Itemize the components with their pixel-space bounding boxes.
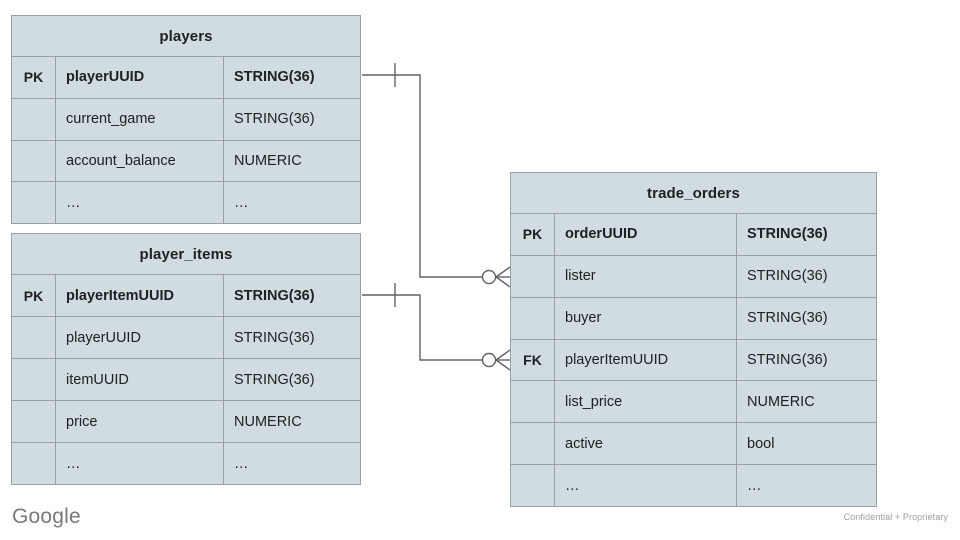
row-key — [511, 255, 555, 297]
row-key — [12, 317, 56, 358]
row-key: PK — [511, 214, 555, 255]
table-row[interactable]: playerUUID STRING(36) — [12, 317, 360, 359]
row-type: STRING(36) — [747, 352, 828, 368]
row-name: … — [555, 465, 737, 507]
row-key — [12, 140, 56, 182]
table-row[interactable]: PK playerItemUUID STRING(36) — [12, 275, 360, 317]
google-logo: Google — [12, 505, 81, 528]
row-key — [511, 297, 555, 339]
cardinality-zero-circle — [481, 352, 497, 368]
row-name: … — [56, 182, 224, 223]
row-key — [12, 401, 56, 442]
row-name: price — [56, 401, 224, 442]
row-type: STRING(36) — [234, 371, 315, 388]
connector-line — [362, 294, 483, 361]
entity-title: player_items — [12, 234, 360, 275]
table-row[interactable]: account_balance NUMERIC — [12, 140, 360, 183]
row-type: NUMERIC — [747, 393, 815, 410]
row-name: current_game — [56, 98, 224, 140]
cardinality-zero-circle — [481, 269, 497, 285]
table-row[interactable]: … … — [511, 465, 876, 507]
relationship-player-items-to-trade-orders — [362, 283, 511, 371]
table-row[interactable]: current_game STRING(36) — [12, 98, 360, 141]
row-name: account_balance — [56, 140, 224, 182]
row-type: STRING(36) — [234, 287, 315, 304]
row-name: active — [555, 423, 737, 465]
row-type: … — [234, 455, 249, 472]
table-row[interactable]: active bool — [511, 423, 876, 466]
row-name: itemUUID — [56, 359, 224, 400]
row-type: bool — [747, 435, 775, 452]
row-type: NUMERIC — [234, 152, 302, 169]
row-name: playerUUID — [56, 57, 224, 98]
row-type: STRING(36) — [747, 310, 828, 327]
row-name: list_price — [555, 381, 737, 423]
row-type: STRING(36) — [234, 329, 315, 346]
cardinality-many-crowsfoot — [495, 349, 511, 371]
row-name: playerItemUUID — [56, 275, 224, 316]
entity-table-trade-orders[interactable]: trade_orders PK orderUUID STRING(36) lis… — [510, 172, 877, 507]
row-key: FK — [511, 339, 555, 381]
connector-line — [362, 74, 483, 278]
table-row[interactable]: … … — [12, 443, 360, 484]
row-key — [511, 465, 555, 507]
row-key — [12, 98, 56, 140]
row-name: buyer — [555, 297, 737, 339]
row-type: STRING(36) — [234, 111, 315, 128]
confidentiality-note: Confidential + Proprietary — [843, 512, 948, 522]
table-row[interactable]: PK orderUUID STRING(36) — [511, 214, 876, 256]
table-row[interactable]: buyer STRING(36) — [511, 297, 876, 340]
row-name: orderUUID — [555, 214, 737, 255]
table-row[interactable]: itemUUID STRING(36) — [12, 359, 360, 401]
row-type: NUMERIC — [234, 413, 302, 430]
row-key — [511, 423, 555, 465]
row-name: lister — [555, 255, 737, 297]
entity-title: trade_orders — [511, 173, 876, 214]
row-type: … — [747, 477, 762, 494]
entity-table-players[interactable]: players PK playerUUID STRING(36) current… — [11, 15, 361, 224]
table-row[interactable]: PK playerUUID STRING(36) — [12, 57, 360, 99]
cardinality-many-crowsfoot — [495, 266, 511, 288]
row-key — [12, 359, 56, 400]
entity-table-player-items[interactable]: player_items PK playerItemUUID STRING(36… — [11, 233, 361, 485]
row-name: playerUUID — [56, 317, 224, 358]
row-type: STRING(36) — [747, 226, 828, 243]
table-row[interactable]: list_price NUMERIC — [511, 381, 876, 424]
row-name: … — [56, 443, 224, 484]
row-key: PK — [12, 57, 56, 98]
relationship-players-to-trade-orders — [362, 63, 511, 288]
table-row[interactable]: price NUMERIC — [12, 401, 360, 443]
row-type: … — [234, 194, 249, 211]
entity-title: players — [12, 16, 360, 57]
row-name: playerItemUUID — [555, 339, 737, 381]
table-row[interactable]: FK playerItemUUID STRING(36) — [511, 339, 876, 382]
table-row[interactable]: lister STRING(36) — [511, 255, 876, 298]
row-key: PK — [12, 275, 56, 316]
row-key — [12, 182, 56, 223]
row-type: STRING(36) — [234, 69, 315, 86]
table-row[interactable]: … … — [12, 182, 360, 223]
row-key — [511, 381, 555, 423]
row-key — [12, 443, 56, 484]
row-type: STRING(36) — [747, 268, 828, 285]
